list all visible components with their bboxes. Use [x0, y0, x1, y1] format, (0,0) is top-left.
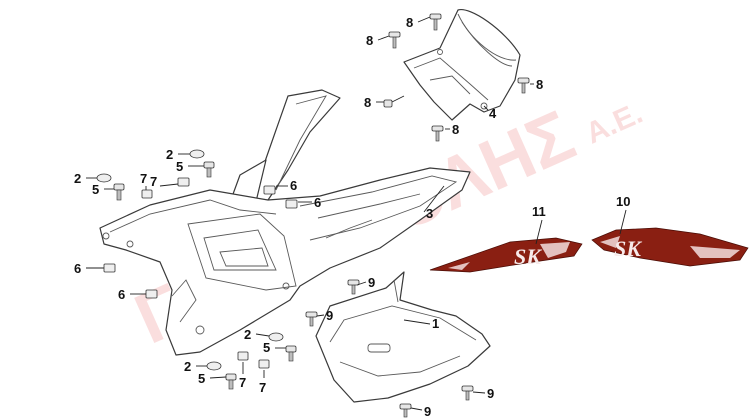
- callout-7: 7: [239, 375, 246, 390]
- callout-11: 11: [532, 204, 546, 219]
- callout-7: 7: [259, 380, 266, 395]
- clip-7-top-a: [141, 189, 153, 199]
- callout-8: 8: [452, 122, 459, 137]
- part-10-decal-right: SK: [591, 227, 749, 267]
- callout-5: 5: [263, 340, 270, 355]
- callout-7: 7: [140, 171, 147, 186]
- callout-2: 2: [184, 359, 191, 374]
- screw-9-d: [399, 403, 412, 418]
- clip-7-bottom-b: [258, 359, 270, 369]
- decal-11-text: SK: [514, 244, 542, 269]
- clip-6-a: [263, 185, 276, 195]
- screw-8-right: [517, 77, 530, 94]
- callout-2: 2: [244, 327, 251, 342]
- callouts: 8 8 8 8 8 4 3 2 2 2 2 5 5 5 5 7 7 7 7 6 …: [74, 15, 630, 419]
- part-11-decal-left: SK: [429, 237, 583, 273]
- callout-5: 5: [176, 159, 183, 174]
- screw-9-b: [305, 311, 318, 327]
- callout-2: 2: [166, 147, 173, 162]
- leader-lines: [86, 16, 627, 411]
- callout-5: 5: [198, 371, 205, 386]
- bolt-5-top-mid: [203, 161, 215, 178]
- callout-9: 9: [424, 404, 431, 419]
- callout-6: 6: [290, 178, 297, 193]
- callout-8: 8: [406, 15, 413, 30]
- part-4-rear-cover: [403, 9, 521, 121]
- washer-2-top-mid: [189, 149, 205, 159]
- callout-6: 6: [118, 287, 125, 302]
- callout-2: 2: [74, 171, 81, 186]
- washer-2-bottom-a: [268, 332, 284, 342]
- callout-9: 9: [487, 386, 494, 401]
- screw-9-c: [461, 385, 474, 401]
- callout-5: 5: [92, 182, 99, 197]
- callout-4: 4: [489, 106, 497, 121]
- callout-10: 10: [616, 194, 630, 209]
- screw-8-left: [383, 95, 405, 108]
- callout-8: 8: [536, 77, 543, 92]
- screw-8-bottom: [431, 125, 444, 142]
- callout-8: 8: [364, 95, 371, 110]
- decal-10-text: SK: [614, 236, 642, 261]
- callout-6: 6: [74, 261, 81, 276]
- bolt-5-bottom-a: [285, 345, 297, 362]
- watermark-suffix: Α.Ε.: [581, 97, 648, 151]
- clip-6-b: [285, 199, 298, 209]
- screw-9-a: [347, 279, 360, 295]
- washer-2-bottom-b: [206, 361, 222, 371]
- screw-8-top: [429, 13, 442, 31]
- clip-7-top-b: [177, 177, 190, 187]
- washer-2-top-left: [96, 173, 112, 183]
- part-1-under-cover: [315, 271, 491, 403]
- screw-8-left-top: [388, 31, 401, 49]
- callout-8: 8: [366, 33, 373, 48]
- callout-6: 6: [314, 195, 321, 210]
- callout-3: 3: [426, 206, 433, 221]
- callout-9: 9: [368, 275, 375, 290]
- part-3-main-frame: [99, 89, 471, 356]
- bolt-5-bottom-b: [225, 373, 237, 390]
- callout-1: 1: [432, 316, 439, 331]
- callout-9: 9: [326, 308, 333, 323]
- clip-7-bottom-a: [237, 351, 249, 361]
- clip-6-c: [103, 263, 116, 273]
- callout-7: 7: [150, 174, 157, 189]
- bolt-5-top-left: [113, 183, 125, 201]
- clip-6-d: [145, 289, 158, 299]
